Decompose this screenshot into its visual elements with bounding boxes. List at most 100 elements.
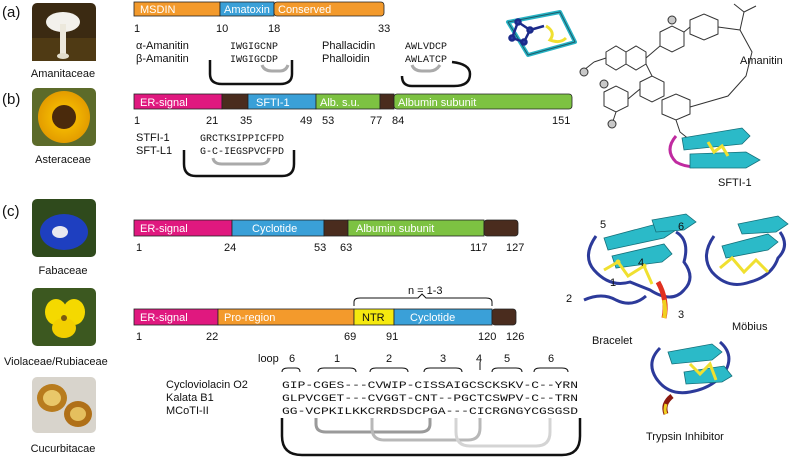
sfti-1-structure-ribbon — [668, 127, 761, 169]
cyclotide-disulfide-arcs — [314, 418, 552, 448]
segment-pro-region: Pro-region — [224, 312, 275, 324]
structure-number-4: 4 — [638, 257, 644, 269]
amanita-photo — [32, 3, 96, 61]
peptide-seq-phallacidin: AWLVDCP — [405, 42, 447, 53]
loop-6-end: 6 — [548, 353, 554, 365]
pos-a-33: 33 — [378, 23, 390, 35]
loop-2: 2 — [386, 353, 392, 365]
sunflower-photo — [32, 88, 96, 146]
segment-alb-su: Alb. s.u. — [320, 97, 360, 109]
pos-c2-1: 1 — [136, 331, 142, 343]
pos-b-21: 21 — [206, 115, 218, 127]
peptide-name-stfi-1: STFI-1 — [136, 132, 170, 144]
repeat-bracket — [353, 293, 493, 306]
mobius-structure-label: Möbius — [732, 321, 768, 333]
pos-b-151: 151 — [552, 115, 570, 127]
peptide-seq-beta-amanitin: IWGIGCDP — [230, 55, 278, 66]
pos-c2-22: 22 — [206, 331, 218, 343]
structure-number-3: 3 — [678, 309, 684, 321]
family-fabaceae: Fabaceae — [39, 265, 88, 277]
bracelet-structure-ribbon — [583, 213, 697, 319]
repeat-label: n = 1-3 — [408, 285, 443, 297]
cucurbit-photo — [32, 377, 96, 433]
segment-amatoxin: Amatoxin — [224, 4, 270, 16]
family-amanitaceae: Amanitaceae — [31, 68, 95, 80]
panel-c-label: (c) — [2, 203, 20, 220]
pos-c1-24: 24 — [224, 242, 236, 254]
loop-6-start: 6 — [289, 353, 295, 365]
cyclization-line-sfti — [182, 150, 296, 178]
segment-conserved: Conserved — [278, 4, 331, 16]
loop-label: loop — [258, 353, 279, 365]
pos-a-1: 1 — [134, 23, 140, 35]
segment-er-signal-c1: ER-signal — [140, 223, 188, 235]
bracelet-structure-label: Bracelet — [592, 335, 632, 347]
cyclization-line-amanitin — [208, 60, 294, 86]
butterfly-pea-photo — [32, 199, 96, 257]
pos-b-1: 1 — [134, 115, 140, 127]
panel-a-label: (a) — [2, 4, 20, 21]
peptide-name-alpha-amanitin: α-Amanitin — [136, 40, 189, 52]
alignment-name-cycloviolacin-o2: Cycloviolacin O2 — [166, 379, 248, 391]
pos-b-77: 77 — [370, 115, 382, 127]
peptide-name-sft-l1: SFT-L1 — [136, 145, 172, 157]
segment-albumin-subunit-b: Albumin subunit — [398, 97, 476, 109]
alignment-seq-kalata-b1: GLPVCGET---CVGGT-CNT--PGCTCSWPV-C--TRN — [282, 394, 578, 405]
pos-a-18: 18 — [268, 23, 280, 35]
pos-c1-63: 63 — [340, 242, 352, 254]
loop-1: 1 — [334, 353, 340, 365]
segment-er-signal-b: ER-signal — [140, 97, 188, 109]
pos-b-84: 84 — [392, 115, 404, 127]
loop-5: 5 — [504, 353, 510, 365]
panel-b-label: (b) — [2, 91, 20, 108]
loop-4: 4 — [476, 353, 482, 365]
segment-msdin: MSDIN — [140, 4, 176, 16]
peptide-seq-stfi-1: GRCTKSIPPICFPD — [200, 134, 284, 145]
structure-number-5: 5 — [600, 219, 606, 231]
pos-c2-91: 91 — [386, 331, 398, 343]
violet-photo — [32, 288, 96, 346]
peptide-name-phallacidin: Phallacidin — [322, 40, 375, 52]
pos-c1-53: 53 — [314, 242, 326, 254]
pos-c2-69: 69 — [344, 331, 356, 343]
pos-c1-117: 117 — [470, 242, 488, 254]
structure-number-6: 6 — [678, 221, 684, 233]
peptide-name-beta-amanitin: β-Amanitin — [136, 53, 189, 65]
peptide-seq-sft-l1: G-C-IEGSPVCFPD — [200, 147, 284, 158]
trypsin-inhibitor-structure-label: Trypsin Inhibitor — [646, 431, 724, 443]
pos-a-10: 10 — [216, 23, 228, 35]
disulfide-bridge-sfti — [211, 157, 271, 166]
segment-cyclotide-c1: Cyclotide — [252, 223, 297, 235]
sfti-1-structure-label: SFTI-1 — [718, 177, 752, 189]
amanitin-structure-label: Amanitin — [740, 55, 783, 67]
precursor-bar-c1: ER-signal Cyclotide Albumin subunit — [133, 219, 519, 237]
bridge-trp-cys-a — [260, 64, 290, 73]
alignment-seq-cycloviolacin-o2: GIP-CGES---CVWIP-CISSAIGCSCKSKV-C--YRN — [282, 381, 578, 392]
family-cucurbitacae: Cucurbitacae — [31, 443, 96, 455]
segment-albumin-subunit-c1: Albumin subunit — [356, 223, 434, 235]
peptide-name-phalloidin: Phalloidin — [322, 53, 370, 65]
pos-c2-120: 120 — [478, 331, 496, 343]
pos-b-35: 35 — [240, 115, 252, 127]
amanitin-chemical-structure — [579, 3, 757, 141]
structure-number-2: 2 — [566, 293, 572, 305]
cyclization-line-phallotoxin — [400, 60, 472, 88]
structure-number-1: 1 — [610, 277, 616, 289]
segment-cyclotide-c2: Cyclotide — [410, 312, 455, 324]
amanitin-structure-ribbon — [506, 10, 577, 57]
pos-b-49: 49 — [300, 115, 312, 127]
pos-c2-126: 126 — [506, 331, 524, 343]
alignment-name-kalata-b1: Kalata B1 — [166, 392, 214, 404]
pos-c1-1: 1 — [136, 242, 142, 254]
precursor-bar-c2: ER-signal Pro-region NTR Cyclotide — [133, 308, 517, 326]
segment-er-signal-c2: ER-signal — [140, 312, 188, 324]
precursor-bar-a: MSDIN Amatoxin Conserved — [133, 1, 385, 17]
peptide-seq-alpha-amanitin: IWGIGCNP — [230, 42, 278, 53]
mobius-structure-ribbon — [705, 215, 789, 286]
loop-3: 3 — [440, 353, 446, 365]
bridge-trp-cys-phallotoxin — [410, 64, 442, 73]
pos-b-53: 53 — [322, 115, 334, 127]
segment-ntr: NTR — [362, 312, 385, 324]
family-violaceae-rubiaceae: Violaceae/Rubiaceae — [4, 356, 108, 368]
